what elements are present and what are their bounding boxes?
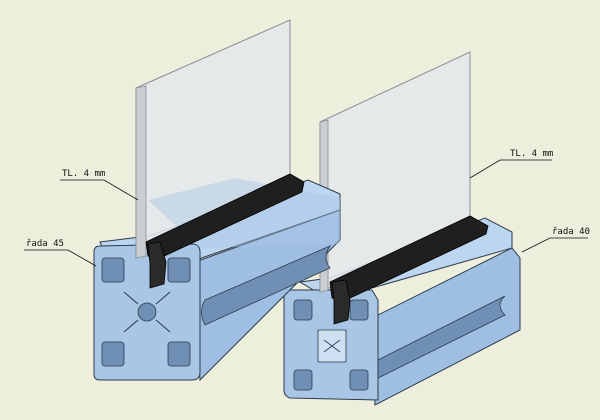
left-end-center-bore <box>137 302 157 322</box>
label-right-thickness: TL. 4 mm <box>510 149 553 159</box>
left-profile-series-45 <box>93 179 341 382</box>
callout-right-series: řada 40 <box>521 227 590 253</box>
callout-right-thickness: TL. 4 mm <box>469 149 553 179</box>
right-end-core <box>317 329 347 363</box>
left-seal-end <box>147 241 167 289</box>
leader-line-right-series <box>521 237 588 253</box>
callout-left-series: řada 45 <box>24 239 97 267</box>
left-glass-edge <box>135 85 147 259</box>
right-end-slot-3 <box>293 369 313 391</box>
left-end-slot-2 <box>167 257 191 283</box>
left-profile-side-groove <box>201 245 332 326</box>
label-left-thickness: TL. 4 mm <box>62 169 105 179</box>
right-end-slot-1 <box>293 299 313 321</box>
right-seal-strip <box>329 215 489 301</box>
leader-line-left-series <box>24 249 97 267</box>
leader-line-right-thickness <box>469 159 552 179</box>
left-glass-pane <box>135 19 340 259</box>
right-end-slot-2 <box>349 299 369 321</box>
left-seal-strip <box>145 173 305 259</box>
left-seal <box>145 173 305 289</box>
right-seal-end <box>331 279 351 325</box>
right-seal <box>329 215 489 325</box>
leader-line-left-thickness <box>60 179 139 201</box>
right-end-slot-4 <box>349 369 369 391</box>
left-end-slot-3 <box>101 341 125 367</box>
left-end-slot-1 <box>101 257 125 283</box>
left-end-slot-4 <box>167 341 191 367</box>
left-end-cross-webs <box>123 291 171 333</box>
label-left-series: řada 45 <box>26 239 64 249</box>
callout-left-thickness: TL. 4 mm <box>60 169 139 201</box>
label-right-series: řada 40 <box>552 227 590 237</box>
